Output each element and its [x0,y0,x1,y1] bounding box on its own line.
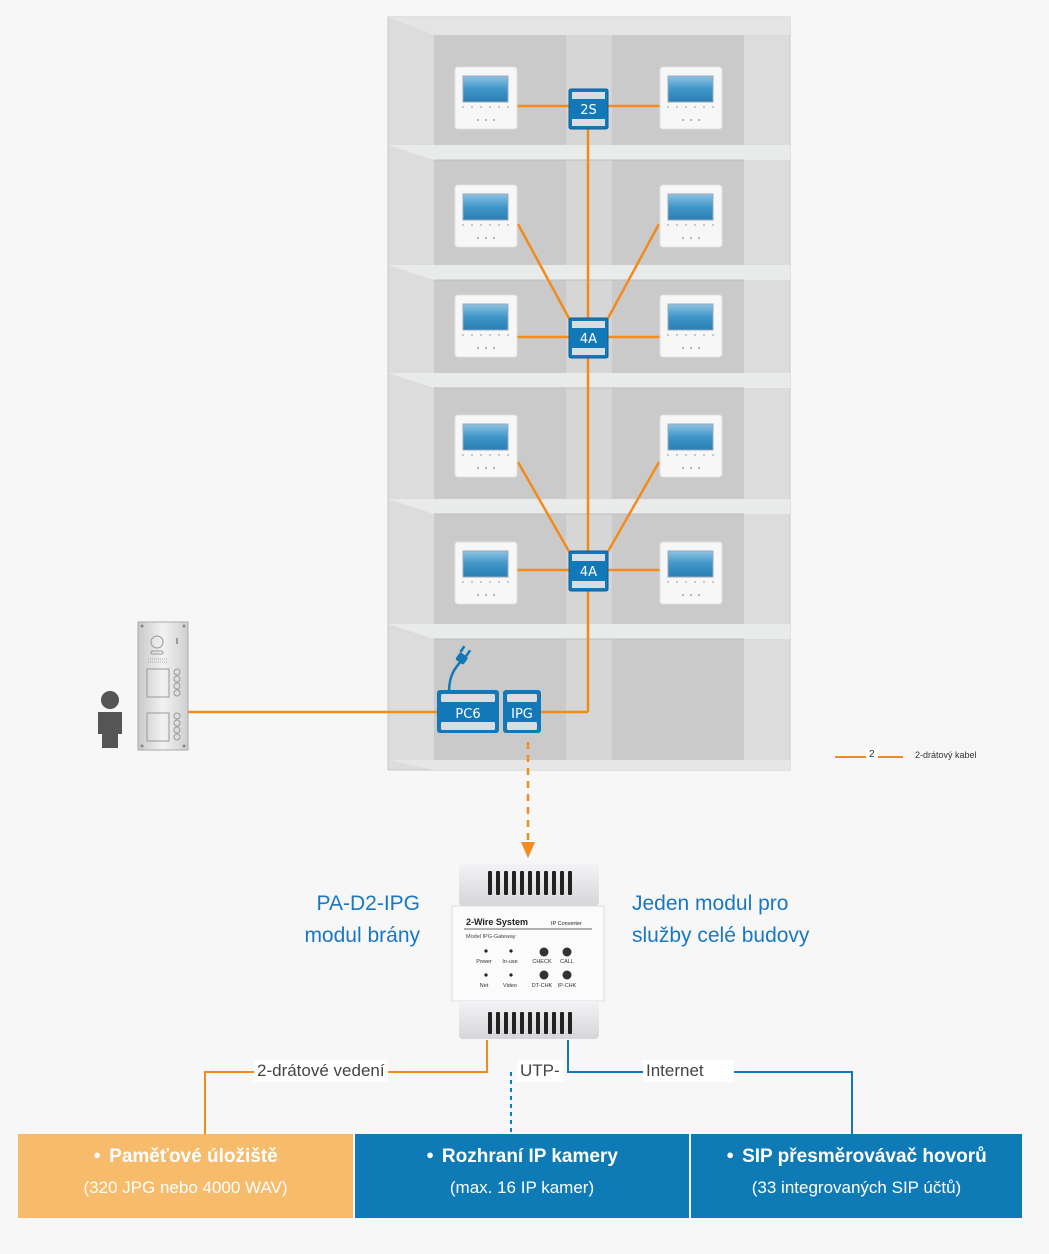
button-ipchk-label: IP-CHK [558,983,577,989]
led-video-label: Video [503,983,517,989]
feature-ip-camera-interface: Rozhraní IP kamery (max. 16 IP kamer) [355,1134,689,1218]
gateway-description: Jeden modul pro služby celé budovy [632,888,892,952]
distributor-label: 2S [580,103,597,118]
led-inuse-label: In-use [502,959,517,965]
pc6-label: PC6 [455,707,480,722]
gateway-title: PA-D2-IPG modul brány [250,888,420,952]
feature-title: Rozhraní IP kamery [355,1146,689,1168]
vent-slot [544,871,548,895]
button-call-label: CALL [560,959,574,965]
vent-slot [496,1012,500,1034]
gateway-brand: 2-Wire System [466,917,528,927]
gateway-connections [204,1040,853,1134]
gateway-description-line2: služby celé budovy [632,924,810,947]
gateway-description-line1: Jeden modul pro [632,892,789,915]
nameplate-2 [146,712,170,742]
vent-slot [504,1012,508,1034]
vent-slot [560,871,564,895]
legend-text: 2-drátový kabel [915,750,977,760]
legend-number: 2 [866,749,878,760]
indoor-monitor [454,541,518,605]
indoor-monitor [659,541,723,605]
feature-memory-storage: Paměťové úložiště (320 JPG nebo 4000 WAV… [18,1134,353,1218]
feature-subtitle: (max. 16 IP kamer) [449,1178,595,1197]
vent-slot [512,1012,516,1034]
led-net-label: Net [480,983,489,989]
ipg-pointer-arrow-icon [521,842,535,858]
person-icon [98,691,122,748]
feature-subtitle: (320 JPG nebo 4000 WAV) [83,1178,288,1197]
indoor-monitor [454,66,518,130]
utp-label: UTP- [517,1060,563,1082]
internet-line [567,1040,853,1134]
vent-slot [552,1012,556,1034]
monitors [454,66,723,605]
vent-slot [568,1012,572,1034]
distributor-label: 4A [580,565,597,580]
nameplate-1 [146,668,170,698]
vent-slot [488,1012,492,1034]
two-wire-label: 2-drátové vedení [254,1060,388,1082]
led-power-label: Power [476,959,492,965]
distributor-label: 4A [580,332,597,347]
internet-label: Internet [643,1060,734,1082]
floor4-left-cable [516,461,573,556]
vent-slot [560,1012,564,1034]
vent-slot [488,871,492,895]
indoor-monitor [454,184,518,248]
camera-icon [150,635,164,649]
vent-slot [552,871,556,895]
gateway-title-line2: modul brány [304,924,420,947]
distributor-2s: 2S [568,88,609,130]
vent-slot [536,871,540,895]
vent-slot [544,1012,548,1034]
vent-slot [520,871,524,895]
button-dtchk-label: DT-CHK [532,983,553,989]
floor2-right-cable [604,223,661,323]
indoor-monitor [659,184,723,248]
indoor-monitor [454,414,518,478]
ipg-label: IPG [511,707,533,722]
pc6-module: PC6 [437,645,499,733]
vent-slot [520,1012,524,1034]
button-check-label: CHECK [532,959,552,965]
vent-slot [568,871,572,895]
ipg-module: IPG [503,690,541,733]
floor2-left-cable [516,223,573,323]
feature-title: Paměťové úložiště [18,1146,353,1168]
door-station [137,621,189,751]
indoor-monitor [454,294,518,358]
vent-slot [528,1012,532,1034]
feature-title: SIP přesměrovávač hovorů [691,1146,1022,1168]
gateway-type: IP Converter [551,921,582,927]
indoor-monitor [659,414,723,478]
feature-sip-call-forwarder: SIP přesměrovávač hovorů (33 integrovaný… [691,1134,1022,1218]
indoor-monitor [659,294,723,358]
distributor-4a: 4A [568,550,609,592]
plug-icon [455,645,472,665]
vent-slot [528,871,532,895]
two-wire-line [204,1040,488,1134]
indoor-monitor [659,66,723,130]
gateway-model: Model IPG-Gateway [466,934,516,940]
distributors: 2S 4A 4A [568,88,609,592]
ipg-gateway-device: 2-Wire System IP Converter Model IPG-Gat… [451,864,605,1039]
vent-slot [504,871,508,895]
gateway-title-line1: PA-D2-IPG [316,892,420,915]
vent-slot [512,871,516,895]
floor4-right-cable [604,461,661,556]
feature-subtitle: (33 integrovaných SIP účtů) [751,1178,962,1197]
vent-slot [496,871,500,895]
distributor-4a: 4A [568,317,609,359]
vent-slot [536,1012,540,1034]
